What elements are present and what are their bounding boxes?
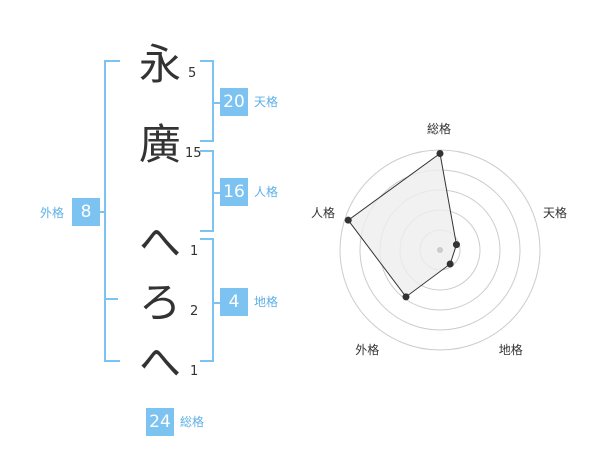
- tenkaku-bracket: [200, 60, 214, 142]
- chikaku-bracket: [200, 238, 214, 362]
- radar-point-3: [446, 260, 454, 268]
- tenkaku-value: 20: [220, 88, 248, 116]
- name-char-2: 廣: [138, 120, 181, 169]
- radar-axis-label-2: 天格: [543, 206, 568, 221]
- gaikaku-value: 8: [72, 198, 100, 226]
- chikaku-value: 4: [220, 288, 248, 316]
- stroke-count-2: 15: [185, 146, 202, 161]
- jinkaku-bracket: [200, 150, 214, 232]
- gaikaku-bracket-mid: [104, 298, 118, 300]
- radar-series-polygon: [347, 152, 457, 298]
- radar-point-5: [344, 216, 352, 224]
- radar-axis-label-1: 総格: [427, 122, 452, 136]
- radar-grid-ring: [339, 149, 541, 351]
- radar-axis-label-3: 地格: [498, 342, 523, 357]
- stroke-count-3: 1: [190, 244, 199, 259]
- radar-point-1: [436, 150, 444, 157]
- stroke-count-4: 2: [190, 304, 199, 319]
- radar-point-2: [452, 241, 460, 249]
- jinkaku-value: 16: [220, 178, 248, 206]
- name-char-5: へ: [138, 338, 181, 387]
- radar-center-dot: [437, 247, 443, 253]
- radar-grid-ring: [379, 189, 501, 311]
- gaikaku-connector: [96, 211, 104, 213]
- gaikaku-bracket: [104, 60, 120, 362]
- radar-point-4: [402, 293, 410, 301]
- stroke-count-1: 5: [188, 66, 197, 81]
- name-char-1: 永: [138, 40, 181, 89]
- tenkaku-connector: [214, 102, 220, 104]
- jinkaku-connector: [214, 192, 220, 194]
- chikaku-label: 地格: [254, 295, 279, 309]
- radar-grid-ring: [359, 169, 521, 331]
- name-char-4: ろ: [138, 278, 181, 327]
- radar-grid-ring: [419, 229, 461, 271]
- soukaku-label: 総格: [180, 415, 205, 429]
- chikaku-connector: [214, 302, 220, 304]
- tenkaku-label: 天格: [254, 95, 279, 109]
- radar-axis-label-5: 人格: [310, 206, 335, 221]
- radar-grid-ring: [399, 209, 481, 291]
- name-char-3: へ: [138, 218, 181, 267]
- soukaku-value: 24: [146, 408, 174, 436]
- radar-axis-label-4: 外格: [355, 342, 380, 357]
- stroke-count-5: 1: [190, 364, 199, 379]
- gaikaku-label: 外格: [40, 206, 65, 220]
- jinkaku-label: 人格: [254, 185, 279, 199]
